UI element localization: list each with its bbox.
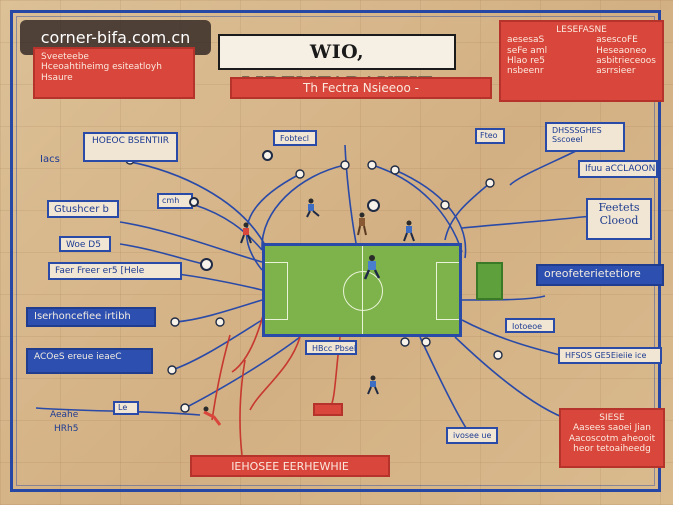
top-right-rline-4: asrrsieer [596, 66, 636, 77]
top-right-rline-2: Heseaoneo [596, 45, 647, 56]
player-icon [240, 222, 252, 244]
top-right-line-4: nsbeenr [507, 66, 544, 77]
label-left-6: Iserhoncefiee irtibh [26, 307, 156, 327]
bottom-right-line-1: SIESE [599, 413, 625, 423]
top-right-rline-3: asbitrieceoos [596, 56, 656, 67]
top-left-line-3: Hsaure [41, 72, 73, 83]
player-icon [367, 375, 379, 395]
ball-icon [189, 197, 199, 207]
player-icon [357, 212, 367, 236]
label-left-3: Gtushcer b [47, 200, 119, 218]
top-right-line-2: seFe aml [507, 45, 548, 56]
label-left-4: Woe D5 [59, 236, 111, 252]
label-right-4: Feetets Cloeod [586, 198, 652, 240]
label-left-small-1: Le [113, 401, 139, 415]
bottom-right-line-3: Aacoscotm aheooit [568, 433, 656, 444]
bottom-right-line-4: heor tetoaiheedg [573, 444, 651, 455]
field-center-circle [343, 271, 383, 311]
ball-icon [200, 258, 213, 271]
label-right-1: Fteo [475, 128, 505, 144]
top-left-info-panel: Sveeteebe Hceoahtiheimg esiteatloyh Hsau… [33, 47, 195, 99]
bottom-banner: IEHOSEE EERHEWHIE [190, 455, 390, 477]
label-left-1: HOEOC BSENTIIR [83, 132, 178, 162]
top-right-line-3: Hlao re5 [507, 56, 545, 67]
ball-icon [367, 199, 380, 212]
top-right-info-panel: LESEFASNE aesesaS seFe aml Hlao re5 nsbe… [499, 20, 664, 102]
field-right-box [436, 262, 459, 320]
top-left-line-1: Sveeteebe [41, 52, 89, 62]
top-right-heading: LESEFASNE [556, 25, 607, 35]
field-left-box [265, 262, 288, 320]
top-left-line-2: Hceoahtiheimg esiteatloyh [41, 62, 162, 73]
top-right-line-1: aesesaS [507, 35, 545, 46]
player-icon [403, 220, 415, 242]
player-icon [363, 255, 381, 280]
player-icon [306, 198, 320, 218]
label-left-8: Aeahe [50, 410, 79, 420]
label-center-3: HBcc Pbseb [305, 340, 357, 355]
ball-icon [262, 150, 273, 161]
label-right-8: ivosee ue [446, 427, 498, 444]
label-right-3: Ifuu aCCLAOON [578, 160, 658, 178]
outer-frame [10, 10, 661, 492]
inner-frame [16, 16, 655, 486]
label-center-1: Fobtecl [273, 130, 317, 146]
poster-title: WIO, LIREMFARAUTIT [218, 34, 456, 95]
top-right-rline-1: asescoFE [596, 35, 638, 46]
label-left-9: HRh5 [54, 424, 79, 434]
label-right-7: HFSOS GE5Eieiie ice [558, 347, 662, 364]
red-marker-block [313, 403, 343, 416]
player-icon [203, 406, 222, 426]
label-left-2: Iacs [40, 154, 60, 165]
small-pitch [476, 262, 503, 300]
bottom-right-line-2: Aasees saoei Jian [573, 423, 651, 434]
label-right-6: Iotoeoe [505, 318, 555, 333]
label-right-5: oreofeterietetiore [536, 264, 664, 286]
label-right-2: DHSSSGHES Sscoeel [545, 122, 625, 152]
poster-subtitle: Th Fectra Nsieeoo - [230, 77, 492, 99]
label-left-7: ACOeS ereue ieaeC [26, 348, 153, 374]
label-left-5: Faer Freer er5 [Hele [48, 262, 182, 280]
label-left-small-2: cmh [157, 193, 193, 209]
soccer-field [262, 243, 462, 337]
bottom-right-info-panel: SIESE Aasees saoei Jian Aacoscotm aheooi… [559, 408, 665, 468]
